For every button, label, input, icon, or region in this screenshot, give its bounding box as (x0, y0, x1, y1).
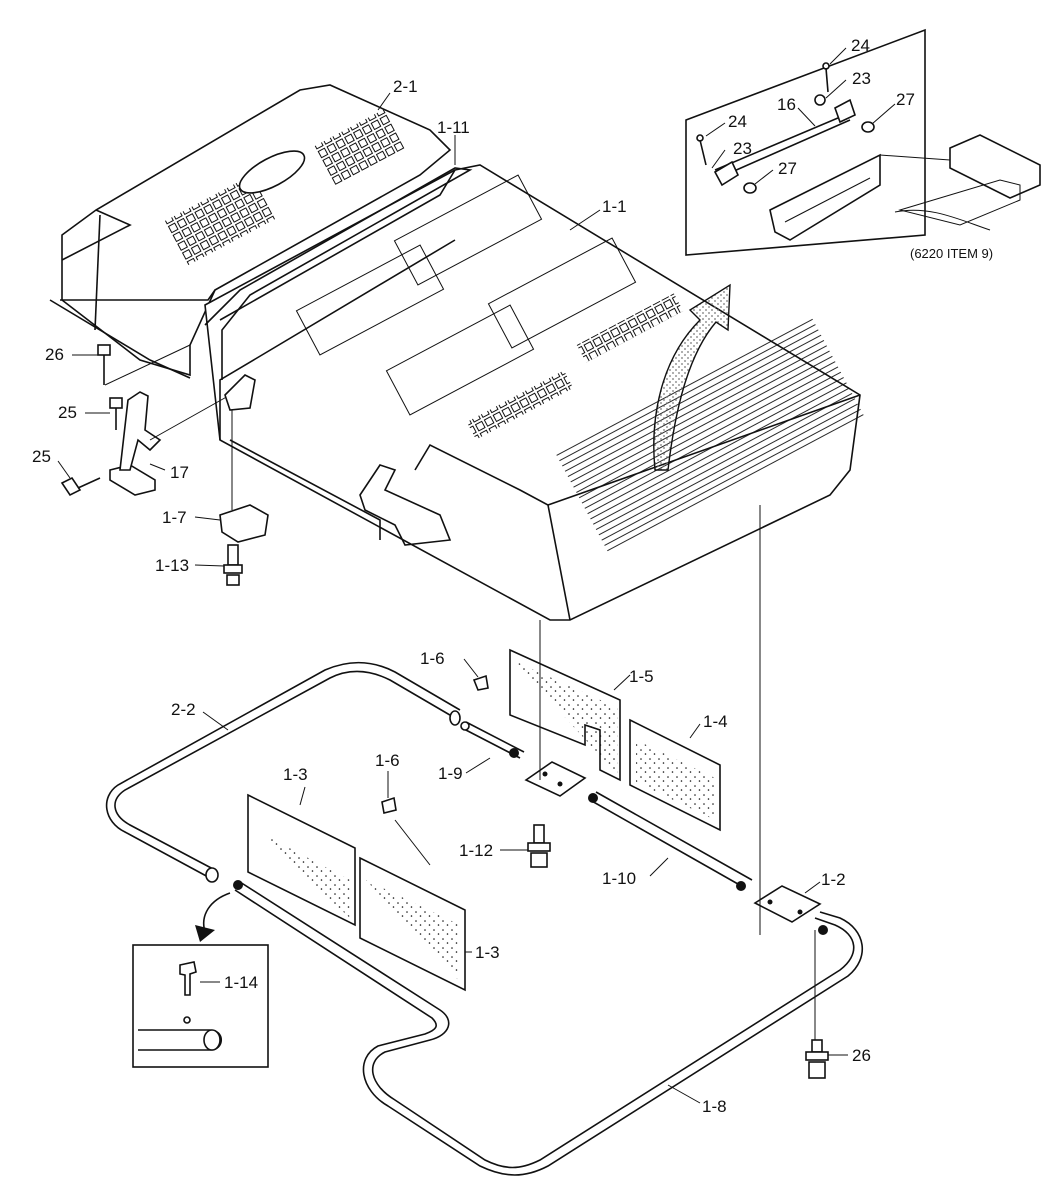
label-1-13: 1-13 (155, 556, 189, 575)
label-2-1: 2-1 (393, 77, 418, 96)
label-1-12: 1-12 (459, 841, 493, 860)
label-17: 17 (170, 463, 189, 482)
label-27-b: 27 (778, 159, 797, 178)
label-1-14: 1-14 (224, 973, 258, 992)
label-1-1: 1-1 (602, 197, 627, 216)
rear-hood-cover (49, 84, 452, 379)
pin-detail-inset (132, 892, 269, 1068)
reference-note: (6220 ITEM 9) (910, 246, 993, 261)
label-1-2: 1-2 (821, 870, 846, 889)
label-1-5: 1-5 (629, 667, 654, 686)
label-1-4: 1-4 (703, 712, 728, 731)
frame-tube-2-2 (105, 661, 461, 883)
label-23-a: 23 (852, 69, 871, 88)
label-1-3-a: 1-3 (283, 765, 308, 784)
label-1-10: 1-10 (602, 869, 636, 888)
label-1-11: 1-11 (437, 118, 470, 137)
engine-hood-cover (204, 164, 864, 621)
left-hardware-group (60, 344, 269, 586)
hinge-right (753, 505, 829, 1079)
hinge-center (524, 620, 587, 868)
label-1-3-b: 1-3 (475, 943, 500, 962)
label-1-8: 1-8 (702, 1097, 727, 1116)
label-2-2: 2-2 (171, 700, 196, 719)
label-1-6-a: 1-6 (420, 649, 445, 668)
lift-direction-arrow (653, 283, 731, 471)
label-24-a: 24 (851, 36, 870, 55)
hinge-detail-inset (685, 28, 1041, 256)
tube-1-9 (460, 721, 525, 759)
label-1-6-b: 1-6 (375, 751, 400, 770)
label-25-a: 25 (58, 403, 77, 422)
label-16: 16 (777, 95, 796, 114)
label-1-7: 1-7 (162, 508, 187, 527)
tube-1-10 (588, 791, 753, 891)
rail-1-11 (204, 167, 473, 380)
label-23-b: 23 (733, 139, 752, 158)
screws-1-6 (381, 674, 489, 814)
label-26-top: 26 (45, 345, 64, 364)
label-26-bottom: 26 (852, 1046, 871, 1065)
label-27-a: 27 (896, 90, 915, 109)
frame-tube-1-8 (233, 880, 863, 1176)
callout-labels: 2-1 1-11 1-1 26 25 25 17 1-7 1-13 24 23 … (32, 36, 993, 1116)
insulation-panels (247, 648, 721, 992)
label-25-b: 25 (32, 447, 51, 466)
leader-lines (57, 47, 896, 1104)
label-24-b: 24 (728, 112, 747, 131)
label-1-9: 1-9 (438, 764, 463, 783)
